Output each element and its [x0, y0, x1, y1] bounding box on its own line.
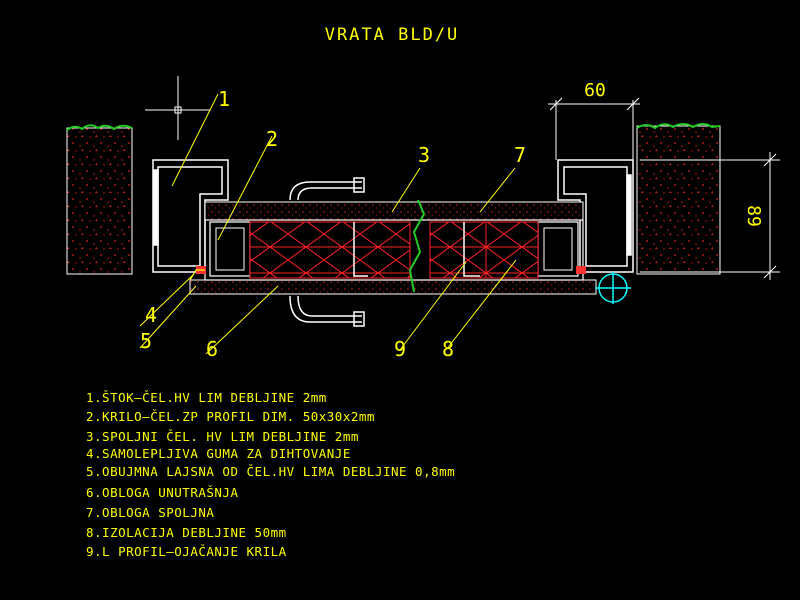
- legend-item-4: 4.SAMOLEPLJIVA GUMA ZA DIHTOVANJE: [86, 446, 351, 461]
- callout-9: 9: [394, 337, 406, 361]
- callout-4: 4: [145, 303, 157, 327]
- callout-2: 2: [266, 127, 278, 151]
- callout-5: 5: [140, 329, 152, 353]
- legend-item-7: 7.OBLOGA SPOLJNA: [86, 505, 214, 520]
- callout-numbers: 1 2 3 4 5 6 7 8 9: [140, 87, 526, 361]
- legend-item-9: 9.L PROFIL–OJAČANJE KRILA: [86, 544, 287, 559]
- dimension-height-label: 89: [743, 205, 764, 227]
- legend: 1.ŠTOK–ČEL.HV LIM DEBLJINE 2mm 2.KRILO–Č…: [86, 390, 455, 559]
- dimension-width-label: 60: [584, 80, 606, 101]
- door-handle-inner: [289, 295, 365, 327]
- legend-item-5: 5.OBUJMNA LAJSNA OD ČEL.HV LIMA DEBLJINE…: [86, 464, 455, 479]
- door-handle-outer: [289, 177, 365, 201]
- dimension-width: [548, 97, 640, 160]
- legend-item-1: 1.ŠTOK–ČEL.HV LIM DEBLJINE 2mm: [86, 390, 327, 405]
- callout-6: 6: [206, 337, 218, 361]
- cad-crosshair-icon: [145, 76, 210, 140]
- legend-item-2: 2.KRILO–ČEL.ZP PROFIL DIM. 50x30x2mm: [86, 409, 375, 424]
- callout-7: 7: [514, 143, 526, 167]
- legend-item-3: 3.SPOLJNI ČEL. HV LIM DEBLJINE 2mm: [86, 429, 359, 444]
- legend-item-8: 8.IZOLACIJA DEBLJINE 50mm: [86, 525, 287, 540]
- legend-item-6: 6.OBLOGA UNUTRAŠNJA: [86, 485, 239, 500]
- callout-8: 8: [442, 337, 454, 361]
- left-door-frame-profile: [152, 159, 229, 273]
- door-leaf: [189, 199, 597, 295]
- hinge-icon: [595, 272, 631, 304]
- left-wall: [66, 124, 133, 275]
- dimension-height: [640, 152, 780, 280]
- callout-leaders: [139, 93, 517, 355]
- callout-1: 1: [218, 87, 230, 111]
- drawing-title: VRATA BLD/U: [325, 25, 460, 45]
- callout-3: 3: [418, 143, 430, 167]
- right-wall: [636, 123, 721, 275]
